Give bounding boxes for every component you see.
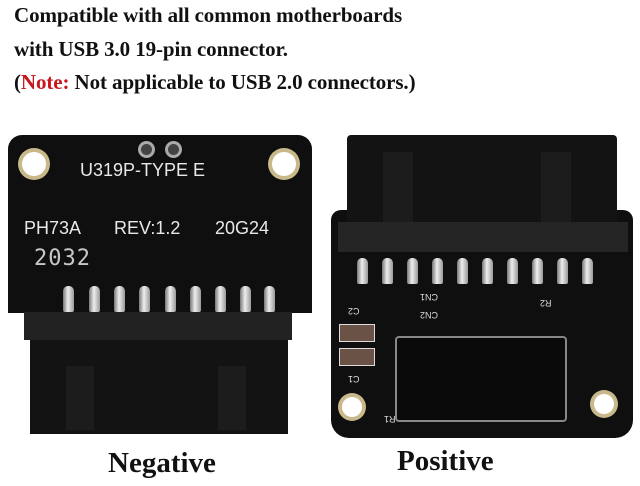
pin-icon	[89, 286, 100, 312]
silk-c2: C2	[348, 306, 360, 316]
pin-icon	[457, 258, 468, 284]
mount-hole-icon	[594, 394, 614, 414]
note-label: Note:	[20, 70, 70, 94]
connector-latch	[24, 312, 292, 340]
pin-icon	[139, 286, 150, 312]
connector-base	[338, 222, 628, 252]
housing-slot	[218, 366, 246, 430]
positive-caption: Positive	[397, 445, 494, 477]
mount-hole-icon	[22, 152, 46, 176]
silk-cn1: CN1	[420, 292, 439, 302]
silk-code: 20G24	[215, 218, 270, 238]
pcb-back	[8, 135, 312, 313]
pin-icon	[165, 286, 176, 312]
type-e-connector	[395, 336, 567, 422]
paren-open: (	[14, 70, 21, 94]
silk-date-code: 2032	[34, 246, 91, 271]
pin-icon	[114, 286, 125, 312]
pin-icon	[557, 258, 568, 284]
pin-icon	[190, 286, 201, 312]
pin-icon	[264, 286, 275, 312]
pin-icon	[215, 286, 226, 312]
mount-hole-icon	[342, 397, 362, 417]
silk-r2: R2	[540, 298, 552, 308]
headline-line-1: Compatible with all common motherboards	[14, 3, 403, 27]
silk-r1: R1	[384, 414, 396, 424]
headline-line-3: (Note: Not applicable to USB 2.0 connect…	[14, 70, 416, 95]
pin-icon	[507, 258, 518, 284]
capacitor-c2-icon	[339, 324, 375, 342]
pin-icon	[382, 258, 393, 284]
silk-c1: C1	[348, 374, 360, 384]
capacitor-c1-icon	[339, 348, 375, 366]
silk-revision: REV:1.2	[114, 218, 181, 238]
via-icon	[141, 144, 152, 155]
pin-icon	[482, 258, 493, 284]
silk-part: PH73A	[24, 218, 82, 238]
pin-icon	[582, 258, 593, 284]
pin-icon	[407, 258, 418, 284]
note-text: Not applicable to USB 2.0 connectors.)	[69, 70, 416, 94]
pin-icon	[532, 258, 543, 284]
housing-slot	[66, 366, 94, 430]
pin-icon	[432, 258, 443, 284]
silk-model: U319P-TYPE E	[80, 160, 206, 180]
negative-caption: Negative	[108, 447, 216, 479]
pin-icon	[357, 258, 368, 284]
pin-icon	[63, 286, 74, 312]
silk-cn2: CN2	[420, 310, 439, 320]
housing-slot	[383, 152, 413, 224]
via-icon	[168, 144, 179, 155]
headline-line-2: with USB 3.0 19-pin connector.	[14, 37, 288, 61]
housing-slot	[541, 152, 571, 224]
mount-hole-icon	[272, 152, 296, 176]
pin-icon	[240, 286, 251, 312]
